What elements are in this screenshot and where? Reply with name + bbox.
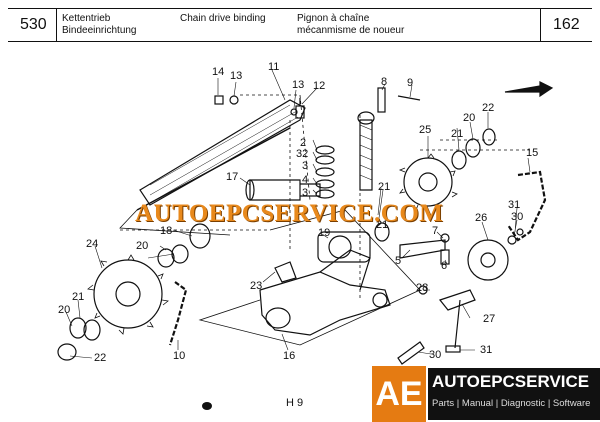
callout-label: 27 [483, 313, 496, 325]
french-title-line1: Pignon à chaîne [297, 13, 370, 24]
ring-part-21-mid [157, 248, 175, 268]
callout-label: 6 [441, 260, 448, 272]
callout-label: 3 [302, 160, 309, 172]
callout-label: 5 [395, 255, 402, 267]
callout-label: 22 [482, 102, 495, 114]
brand-logo: AE AUTOEPCSERVICE Parts | Manual | Diagn… [372, 366, 600, 422]
callout-label: 15 [526, 147, 539, 159]
ring-part-31 [516, 228, 524, 236]
callout-label: 30 [511, 211, 524, 223]
lever-arm-part-16 [259, 271, 391, 336]
callout-label: 31 [480, 344, 493, 356]
callout-label: 21 [451, 128, 464, 140]
callout-label: 10 [173, 350, 186, 362]
callout-label: 21 [378, 181, 391, 193]
callout-label: 28 [416, 282, 429, 294]
callout-label: 11 [268, 61, 280, 73]
callout-label: 17 [226, 171, 239, 183]
washer-part-2 [315, 145, 335, 155]
callout-label: 30 [429, 349, 442, 361]
callout-label: 4 [302, 174, 309, 186]
callout-label: 20 [463, 112, 476, 124]
callout-label: 2 [300, 137, 307, 149]
bracket-part-27 [438, 289, 476, 311]
callout-label: 19 [318, 227, 331, 239]
chain-part-15 [507, 170, 547, 242]
washer-part-32 [315, 155, 335, 165]
callout-label: 22 [94, 352, 107, 364]
callout-label: 20 [58, 304, 71, 316]
callout-label: 3 [302, 187, 309, 199]
header-bar: 530 Kettentrieb Bindeeinrichtung Chain d… [8, 8, 592, 42]
ring-part-22-lower [57, 343, 77, 361]
callout-label: 8 [381, 76, 388, 88]
callout-label: 14 [212, 66, 225, 78]
watermark-text: AUTOEPCSERVICE.COM [135, 200, 444, 227]
english-title: Chain drive binding [180, 13, 266, 24]
logo-name: AUTOEPCSERVICE [432, 372, 590, 391]
bolt-part-30 [397, 341, 425, 365]
callout-label: 9 [407, 77, 414, 89]
ring-part-22 [482, 128, 496, 146]
callout-label: 20 [136, 240, 149, 252]
callout-label: 21 [72, 291, 85, 303]
callout-label: 21 [376, 219, 389, 231]
callout-label: 23 [250, 280, 263, 292]
ring-part-20 [451, 150, 467, 170]
pin-part-8 [377, 87, 386, 113]
bearing-part-18 [189, 223, 211, 249]
callout-label: 32 [296, 148, 309, 160]
threaded-rod-part-7 [359, 119, 373, 191]
beam-part-11 [139, 99, 306, 206]
callout-label: 7 [432, 225, 439, 237]
page-number: 162 [553, 16, 580, 33]
chain-part-10 [168, 281, 188, 346]
header-divider [540, 9, 541, 41]
logo-tagline: Parts | Manual | Diagnostic | Software [432, 398, 591, 409]
group-number: 530 [20, 16, 47, 33]
shaft-part-17 [249, 179, 301, 201]
part-6 [440, 249, 450, 265]
callout-label: 25 [419, 124, 432, 136]
washer-part-3 [315, 167, 335, 177]
ring-part-20-mid [171, 244, 189, 264]
washer-part-4 [315, 179, 335, 189]
punch-hole-icon [202, 402, 212, 410]
logo-mark: AE [372, 366, 426, 422]
nut-part-14 [214, 95, 224, 105]
nut-part-31 [445, 345, 461, 353]
header-divider [56, 9, 57, 41]
logo-panel: AUTOEPCSERVICE Parts | Manual | Diagnost… [428, 368, 600, 420]
callout-label: 16 [283, 350, 296, 362]
direction-arrow-icon [504, 81, 554, 98]
callout-label: 13 [292, 79, 305, 91]
bearing-part-19 [317, 231, 371, 263]
german-title-line1: Kettentrieb [62, 13, 111, 24]
ring-part-30 [507, 235, 517, 245]
german-title-line2: Bindeeinrichtung [62, 25, 137, 36]
french-title-line2: mécanmisme de noueur [297, 25, 405, 36]
clip-part-9 [397, 95, 421, 101]
callout-label: 24 [86, 238, 99, 250]
callout-label: 26 [475, 212, 488, 224]
figure-code: H 9 [286, 397, 304, 409]
callout-label: 18 [160, 225, 173, 237]
callout-label: 13 [230, 70, 243, 82]
part-23 [274, 261, 297, 283]
ring-part-21-lower [69, 317, 87, 339]
callout-label: 12 [313, 80, 326, 92]
sprocket-part-24 [93, 259, 163, 329]
callout-label: 31 [508, 199, 521, 211]
